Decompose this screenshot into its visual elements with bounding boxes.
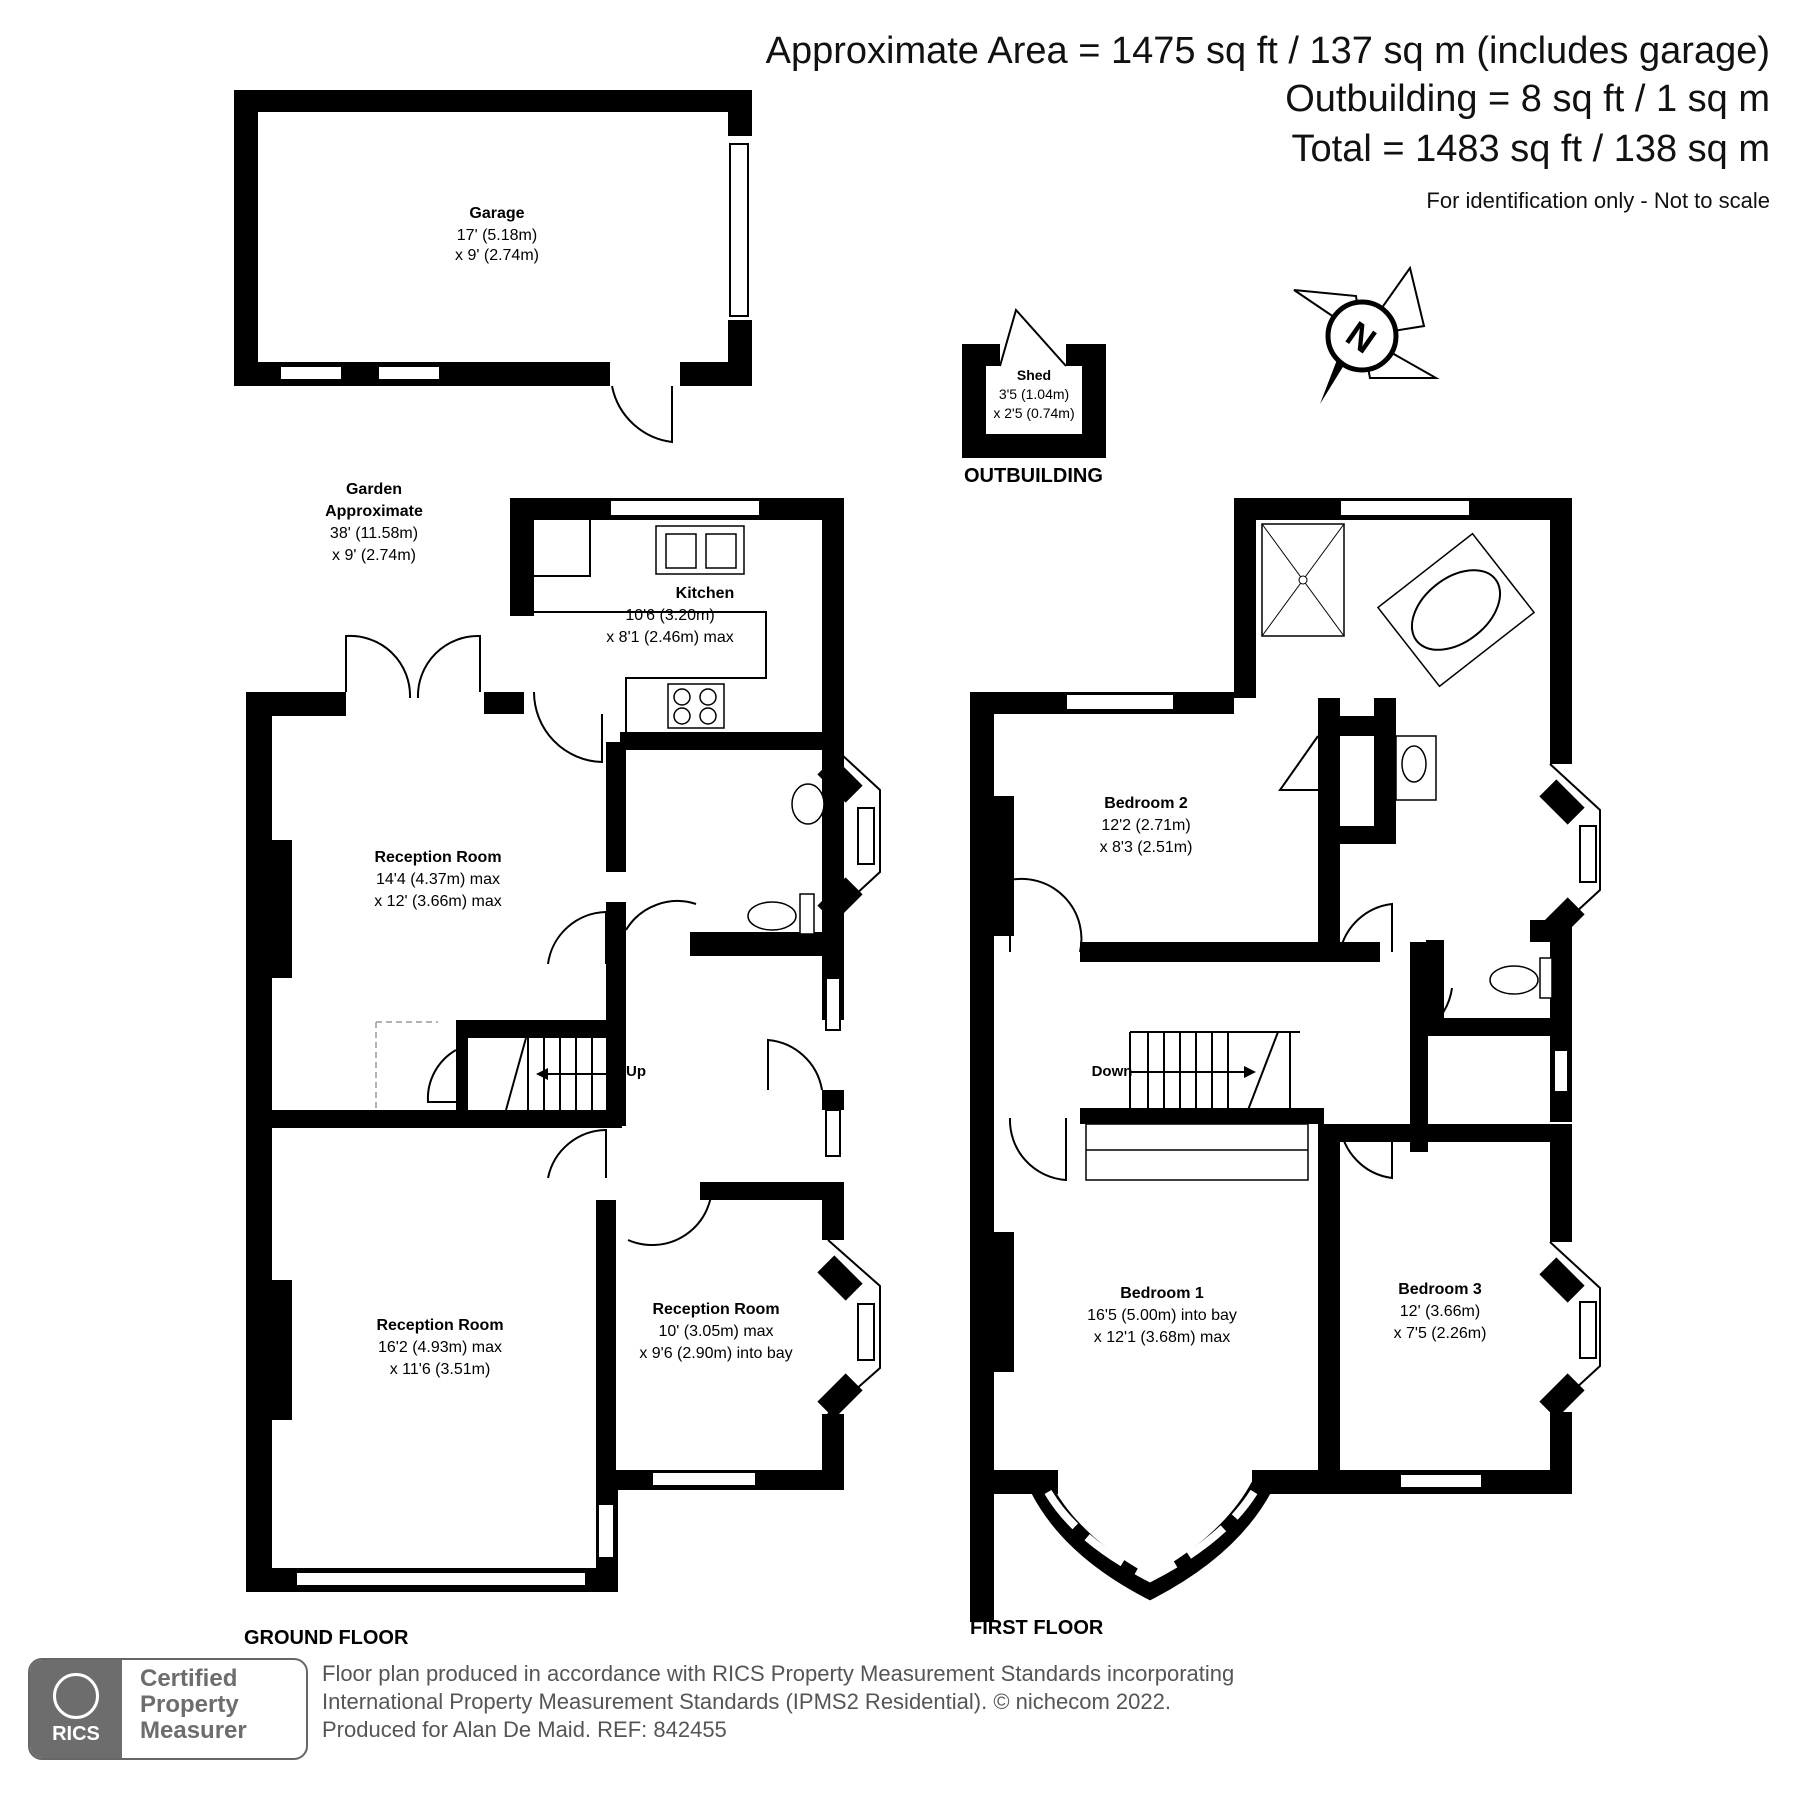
garden-dim-2: x 9' (2.74m) (332, 547, 416, 564)
rics-certified-logo: RICS Certified Property Measurer (28, 1658, 308, 1760)
garage-name: Garage (469, 205, 524, 222)
first-stairs-label: Down (1092, 1063, 1133, 1080)
garage-window-1 (279, 365, 343, 381)
kitchen-dim-1: 10'6 (3.20m) (625, 607, 714, 624)
rics-crest-icon (53, 1672, 99, 1719)
garage-door-swing (611, 385, 673, 444)
reception-2-dim-2: x 11'6 (3.51m) (390, 1361, 491, 1378)
first-floor-label: FIRST FLOOR (970, 1617, 1104, 1639)
bedroom-2-dim-2: x 8'3 (2.51m) (1100, 839, 1193, 856)
garden-label-1: Garden (346, 481, 402, 498)
total-area-text: Total = 1483 sq ft / 138 sq m (1291, 128, 1770, 170)
shed-dim-1: 3'5 (1.04m) (999, 386, 1069, 402)
reception-2-dim-1: 16'2 (4.93m) max (378, 1339, 502, 1356)
compass-rose: N (1293, 265, 1440, 404)
garage-dim-2: x 9' (2.74m) (455, 247, 539, 264)
shed-door-swing (999, 307, 1067, 367)
ground-floor-label: GROUND FLOOR (244, 1627, 409, 1649)
shed-dim-2: x 2'5 (0.74m) (993, 405, 1074, 421)
approximate-area-text: Approximate Area = 1475 sq ft / 137 sq m… (765, 30, 1770, 72)
first-floor-plan (970, 498, 1601, 1622)
certified-line-3: Measurer (140, 1717, 247, 1744)
reception-3-dim-1: 10' (3.05m) max (658, 1323, 773, 1340)
shed-name: Shed (1017, 367, 1051, 383)
bedroom-3-name: Bedroom 3 (1398, 1281, 1482, 1298)
ground-floor-plan (246, 498, 881, 1592)
bedroom-1-dim-1: 16'5 (5.00m) into bay (1087, 1307, 1237, 1324)
outbuilding-label: OUTBUILDING (964, 465, 1103, 487)
reception-1-dim-1: 14'4 (4.37m) max (376, 871, 500, 888)
garage-dim-1: 17' (5.18m) (457, 227, 537, 244)
garage-plan (234, 90, 752, 444)
footer-line-3: Produced for Alan De Maid. REF: 842455 (322, 1717, 727, 1742)
ground-stairs-label: Up (626, 1063, 646, 1080)
shed-plan (962, 307, 1106, 458)
footer-disclaimer: Floor plan produced in accordance with R… (322, 1660, 1234, 1744)
scale-note: For identification only - Not to scale (1426, 188, 1770, 213)
bedroom-3-dim-1: 12' (3.66m) (1400, 1303, 1480, 1320)
garage-side-window (729, 143, 749, 317)
reception-3-dim-2: x 9'6 (2.90m) into bay (639, 1345, 792, 1362)
reception-2-name: Reception Room (376, 1317, 503, 1334)
outbuilding-area-text: Outbuilding = 8 sq ft / 1 sq m (1285, 78, 1770, 120)
kitchen-name: Kitchen (676, 585, 735, 602)
certified-measurer-text: Certified Property Measurer (122, 1660, 306, 1758)
garage-window-2 (377, 365, 441, 381)
bedroom-2-name: Bedroom 2 (1104, 795, 1188, 812)
certified-line-2: Property (140, 1691, 239, 1718)
reception-3-name: Reception Room (652, 1301, 779, 1318)
reception-1-name: Reception Room (374, 849, 501, 866)
footer-line-1: Floor plan produced in accordance with R… (322, 1661, 1235, 1686)
garden-label-2: Approximate (325, 503, 423, 520)
footer-line-2: International Property Measurement Stand… (322, 1689, 1171, 1714)
reception-1-dim-2: x 12' (3.66m) max (374, 893, 502, 910)
kitchen-dim-2: x 8'1 (2.46m) max (606, 629, 734, 646)
certified-line-1: Certified (140, 1665, 238, 1692)
rics-text: RICS (52, 1722, 100, 1745)
bedroom-1-name: Bedroom 1 (1120, 1285, 1204, 1302)
bedroom-3-dim-2: x 7'5 (2.26m) (1394, 1325, 1487, 1342)
garden-dim-1: 38' (11.58m) (330, 525, 418, 542)
bedroom-2-dim-1: 12'2 (2.71m) (1101, 817, 1190, 834)
rics-badge: RICS (30, 1660, 122, 1758)
bedroom-1-dim-2: x 12'1 (3.68m) max (1094, 1329, 1230, 1346)
